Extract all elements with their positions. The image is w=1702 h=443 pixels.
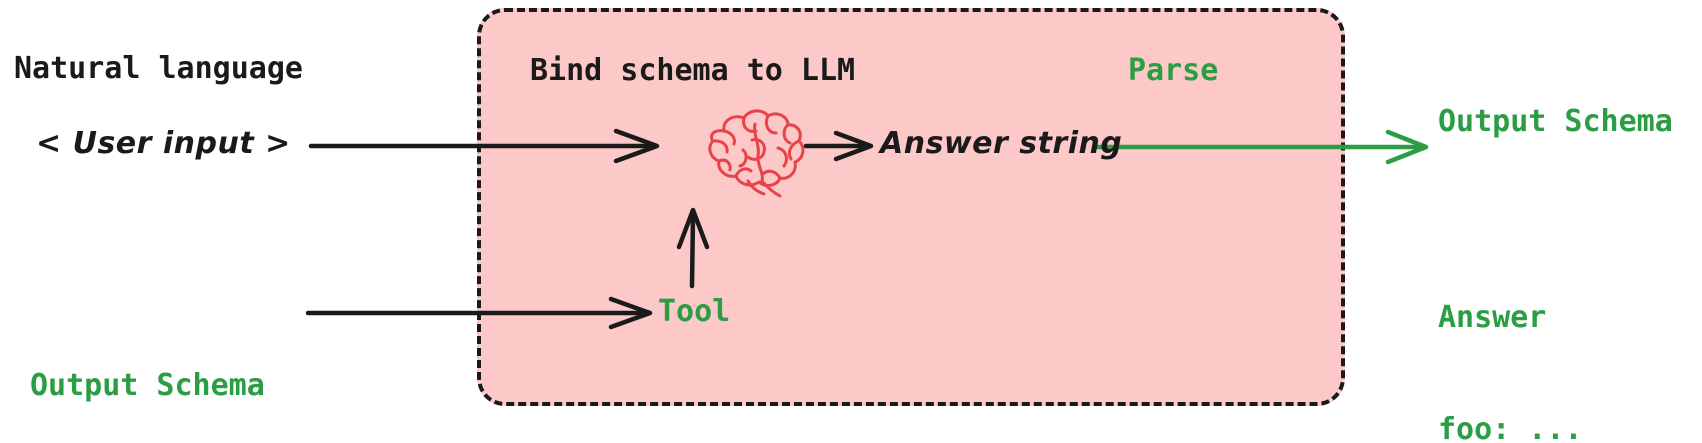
left-output-schema-block: Output Schema foo: ... bar: ...: [30, 294, 265, 443]
user-input-placeholder: < User input >: [36, 126, 291, 161]
left-output-schema-heading: Output Schema: [30, 367, 265, 403]
natural-language-label: Natural language: [14, 51, 303, 86]
right-output-schema-foo: foo: ...: [1438, 412, 1583, 443]
answer-string-label: Answer string: [880, 126, 1123, 161]
right-output-schema-answer: Answer: [1438, 299, 1547, 335]
llm-boundary-box: [477, 8, 1345, 406]
tool-label: Tool: [658, 294, 731, 329]
schema-spacer: [1438, 216, 1673, 224]
right-output-schema-heading: Output Schema: [1438, 104, 1673, 139]
llm-box-title: Bind schema to LLM: [530, 53, 856, 88]
parse-label: Parse: [1128, 53, 1219, 88]
right-output-schema-block: Output Schema Answer foo: ... bar: ...: [1438, 28, 1673, 443]
